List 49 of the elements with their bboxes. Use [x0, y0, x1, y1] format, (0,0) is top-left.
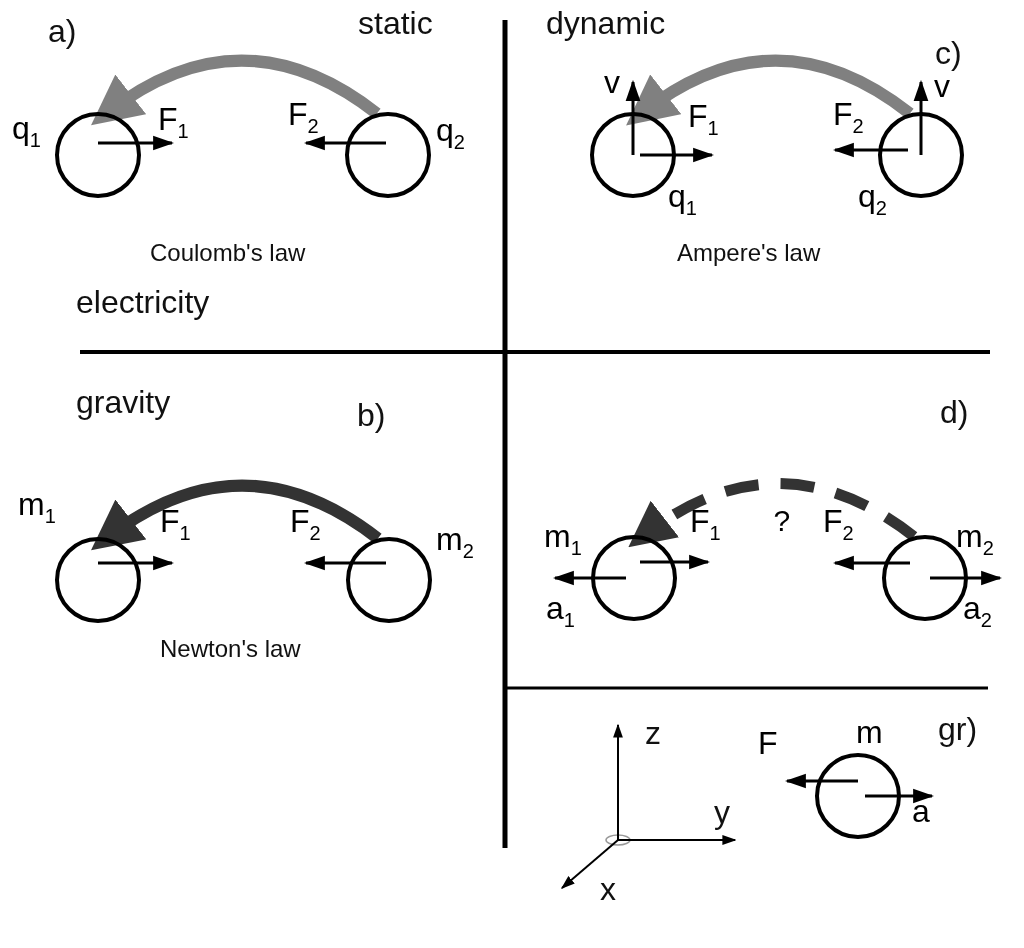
panel-label: gr)	[938, 712, 978, 748]
symbol-label: F	[758, 727, 778, 759]
panel-label: c)	[935, 36, 962, 72]
particle-circle	[878, 112, 964, 198]
panel-label: a)	[48, 14, 77, 50]
symbol-label: q$_{1}$	[12, 112, 41, 150]
panel-label: x	[600, 872, 616, 908]
symbol-label: v	[604, 66, 620, 98]
law-caption: Newton's law	[160, 636, 301, 663]
panel-label: b)	[357, 398, 386, 434]
curved-arrow	[627, 478, 918, 547]
symbol-label: F$_{1}$	[688, 100, 719, 138]
particle-circle	[55, 112, 141, 198]
panel-label: d)	[940, 395, 969, 431]
symbol-label: m$_{1}$	[18, 488, 56, 526]
symbol-label: F$_{2}$	[833, 98, 864, 136]
symbol-label: F$_{1}$	[690, 505, 721, 543]
symbol-label: F$_{2}$	[823, 505, 854, 543]
curved-arrow	[90, 54, 381, 125]
symbol-label: F$_{2}$	[290, 505, 321, 543]
particle-circle	[346, 537, 432, 623]
symbol-label: F$_{1}$	[160, 505, 191, 543]
symbol-label: m$_{2}$	[436, 523, 474, 561]
symbol-label: a$_{2}$	[963, 592, 992, 630]
symbol-label: F$_{1}$	[158, 103, 189, 141]
symbol-label: a$_{1}$	[546, 592, 575, 630]
symbol-label: m$_{1}$	[544, 520, 582, 558]
curved-arrow	[90, 479, 382, 550]
symbol-label: q$_{2}$	[858, 180, 887, 218]
curved-arrow	[625, 54, 914, 125]
particle-circle	[345, 112, 431, 198]
particle-circle	[55, 537, 141, 623]
panel-label: electricity	[76, 285, 210, 321]
law-caption: Coulomb's law	[150, 240, 306, 267]
law-caption: Ampere's law	[677, 240, 821, 267]
symbol-label: q$_{1}$	[668, 180, 697, 218]
panel-label: z	[645, 716, 661, 752]
symbol-label: q$_{2}$	[436, 114, 465, 152]
particle-circle	[591, 535, 677, 621]
panel-label: static	[358, 6, 433, 42]
particle-circle	[815, 753, 901, 839]
panel-label: dynamic	[546, 6, 666, 42]
symbol-label: a	[912, 795, 930, 827]
panel-label: gravity	[76, 385, 171, 421]
symbol-label: m	[856, 716, 883, 748]
symbol-label: m$_{2}$	[956, 520, 994, 558]
panel-label: y	[714, 795, 730, 831]
symbol-label: v	[934, 70, 950, 102]
symbol-label: F$_{2}$	[288, 98, 319, 136]
